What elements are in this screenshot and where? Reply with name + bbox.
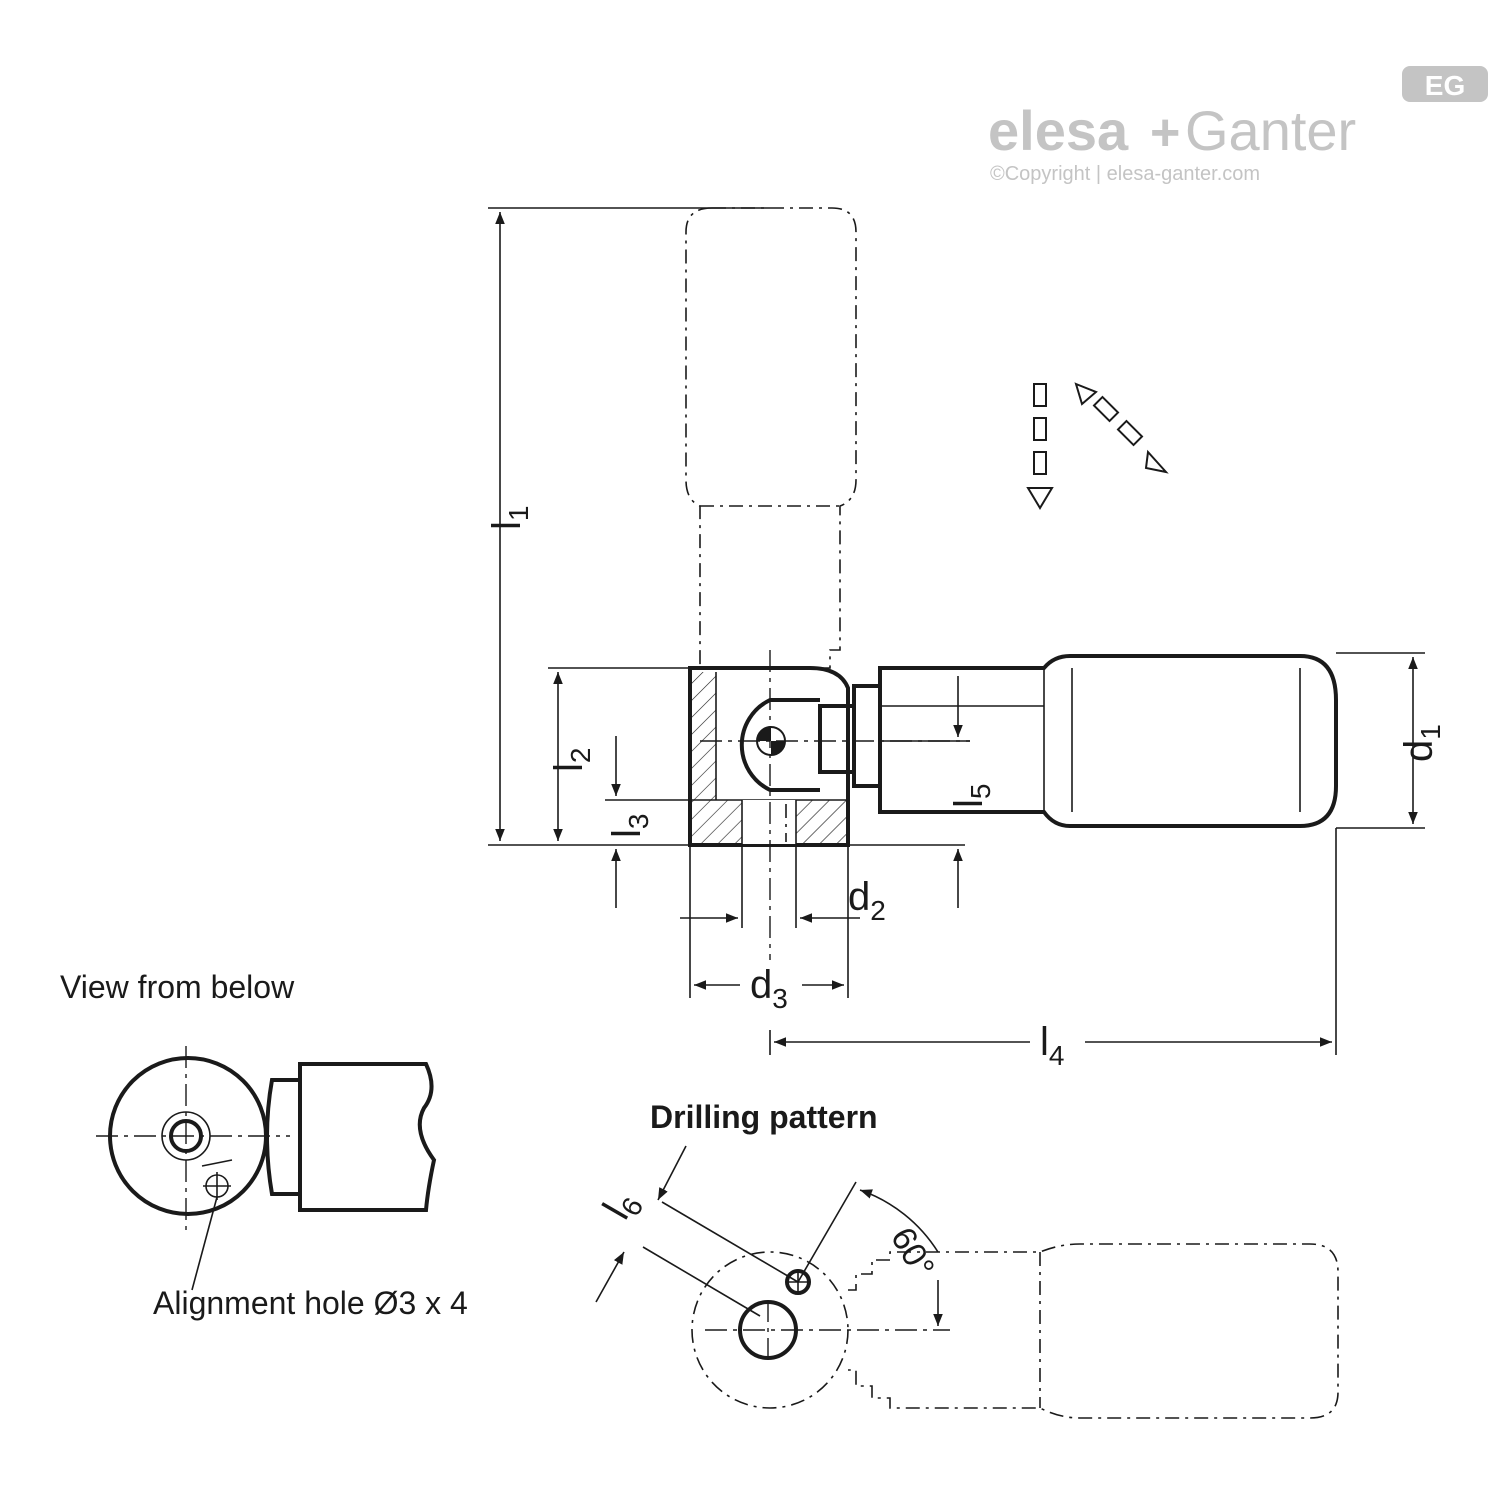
angle-label: 60°	[883, 1221, 942, 1285]
brand-badge: EG	[1425, 70, 1465, 101]
svg-text:l1: l1	[485, 506, 534, 530]
drilling-pattern	[595, 1145, 1339, 1419]
brand-copyright: ©Copyright | elesa-ganter.com	[990, 163, 1260, 185]
svg-text:60°: 60°	[883, 1221, 942, 1285]
fold-motion-arrows-icon	[1026, 382, 1169, 510]
dim-l1: l1	[485, 506, 534, 530]
folded-handle-ghost	[685, 207, 857, 669]
brand-name-1: elesa	[988, 99, 1129, 162]
brand-plus: +	[1150, 104, 1180, 162]
svg-text:l6: l6	[595, 1183, 650, 1229]
dim-d3: d3	[750, 963, 788, 1014]
svg-text:d1: d1	[1397, 724, 1446, 762]
svg-text:l5: l5	[947, 784, 996, 808]
drilling-pattern-caption: Drilling pattern	[650, 1099, 878, 1135]
dim-l5: l5	[947, 784, 996, 808]
main-assembly	[688, 650, 1338, 960]
view-from-below-caption: View from below	[60, 969, 295, 1005]
dim-l6: l6	[595, 1183, 650, 1229]
dim-l3: l3	[605, 814, 654, 838]
view-from-below	[96, 1046, 437, 1291]
alignment-hole-caption: Alignment hole Ø3 x 4	[153, 1285, 468, 1321]
svg-text:l3: l3	[605, 814, 654, 838]
dim-d1: d1	[1397, 724, 1446, 762]
dim-l2: l2	[547, 748, 596, 772]
dimension-labels: l1 l2 l3 d1 l5 d2 d3 l4	[485, 506, 1446, 1071]
brand-logo: EG elesa + Ganter ©Copyright | elesa-gan…	[988, 66, 1488, 185]
dim-l4: l4	[1040, 1020, 1064, 1071]
dimension-lines	[488, 207, 1425, 1055]
svg-text:l2: l2	[547, 748, 596, 772]
dim-d2: d2	[848, 875, 886, 926]
brand-name-2: Ganter	[1185, 99, 1356, 162]
